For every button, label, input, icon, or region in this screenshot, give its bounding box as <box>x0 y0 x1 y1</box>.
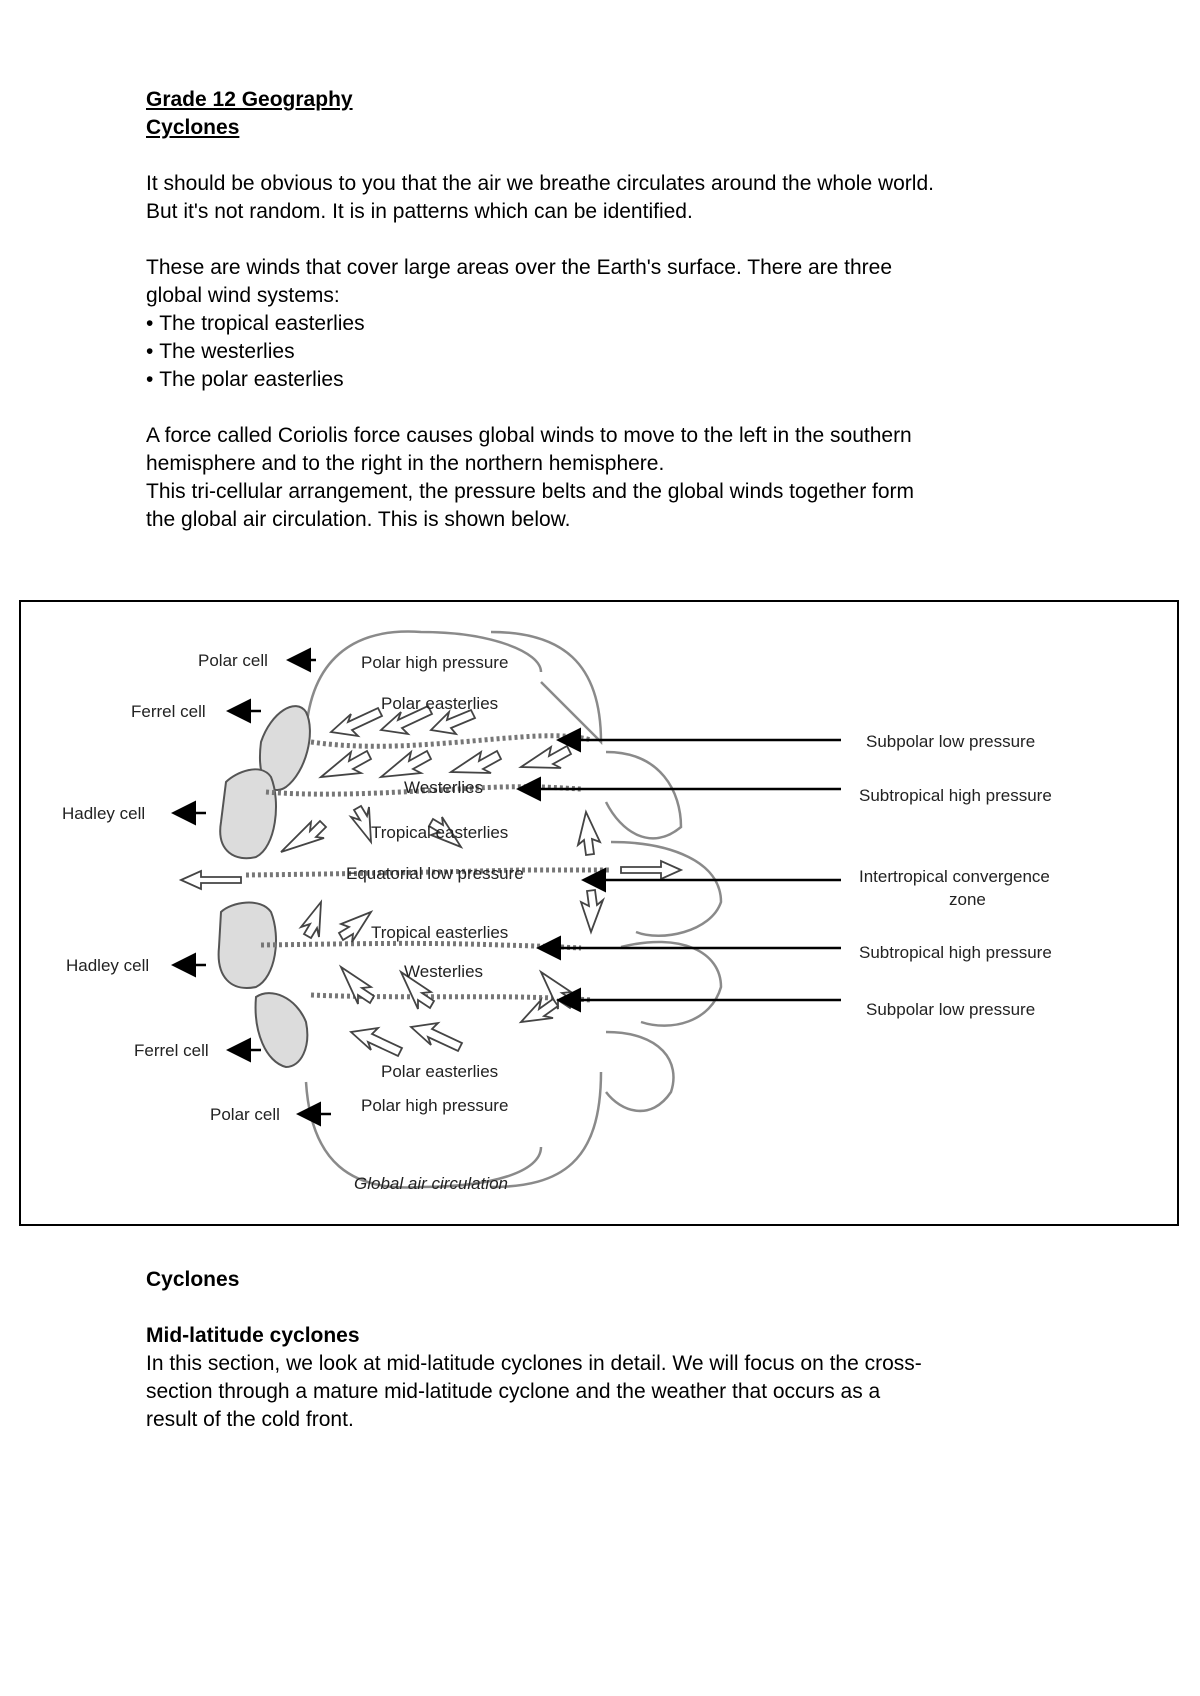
wind-arrow-westerly-s2 <box>398 969 436 1010</box>
label-polar-high-south: Polar high pressure <box>361 1096 508 1115</box>
wind-arrow-tropical-easterly-n1 <box>280 819 328 853</box>
section-paragraph: In this section, we look at mid-latitude… <box>146 1350 1106 1434</box>
wind-arrow-polar-easterly-n2 <box>378 704 434 736</box>
label-subtropical-high-south: Subtropical high pressure <box>859 943 1052 962</box>
label-ferrel-cell-south: Ferrel cell <box>134 1041 209 1060</box>
label-westerlies-north: Westerlies <box>404 778 483 797</box>
intro-p1-line2: But it's not random. It is in patterns w… <box>146 200 693 223</box>
polar-cell-south-loop-right <box>490 1071 603 1189</box>
wind-systems-list: The tropical easterlies The westerlies T… <box>146 310 1106 394</box>
list-item: The tropical easterlies <box>146 310 1106 338</box>
wind-arrow-polar-easterly-s1 <box>348 1026 404 1058</box>
intro-paragraph-3: A force called Coriolis force causes glo… <box>146 422 1106 534</box>
intro-paragraph-2: These are winds that cover large areas o… <box>146 254 1106 310</box>
wind-arrow-westerly-n2 <box>378 749 433 779</box>
label-hadley-cell-north: Hadley cell <box>62 804 145 823</box>
section-heading: Cyclones <box>146 1268 240 1291</box>
label-tropical-easterlies-north: Tropical easterlies <box>371 823 508 842</box>
page-title: Grade 12 Geography <box>146 88 353 111</box>
hadley-cell-right-south <box>620 940 723 1027</box>
ferrel-cell-right-north <box>604 750 683 840</box>
wind-arrow-tropical-easterly-n2 <box>348 804 373 845</box>
wind-arrow-polar-easterly-n1 <box>328 706 384 738</box>
label-subpolar-low-north: Subpolar low pressure <box>866 732 1035 751</box>
intro-p3-line2: hemisphere and to the right in the north… <box>146 452 665 475</box>
label-subtropical-high-north: Subtropical high pressure <box>859 786 1052 805</box>
wind-arrow-equator-east <box>620 859 684 881</box>
section-subheading: Mid-latitude cyclones <box>146 1324 360 1347</box>
figure-caption: Global air circulation <box>354 1174 508 1193</box>
label-equatorial-low: Equatorial low pressure <box>346 864 524 883</box>
list-item: The westerlies <box>146 338 1106 366</box>
label-tropical-easterlies-south: Tropical easterlies <box>371 923 508 942</box>
label-subpolar-low-south: Subpolar low pressure <box>866 1000 1035 1019</box>
intro-p3-line1: A force called Coriolis force causes glo… <box>146 424 912 447</box>
ferrel-cell-south-shape <box>254 992 309 1069</box>
subtropical-high-south-belt <box>260 940 582 951</box>
cyclones-section: Cyclones Mid-latitude cyclones In this s… <box>146 1266 1106 1434</box>
wind-arrow-tropical-easterly-s2 <box>337 910 374 943</box>
intro-p3-line3: This tri-cellular arrangement, the press… <box>146 480 915 503</box>
polar-cell-south-loop <box>304 1081 543 1189</box>
subpolar-low-north-belt <box>310 733 592 749</box>
list-item: The polar easterlies <box>146 366 1106 394</box>
intro-p1-line1: It should be obvious to you that the air… <box>146 172 934 195</box>
section-p-line2: section through a mature mid-latitude cy… <box>146 1380 881 1403</box>
intro-block: Grade 12 Geography Cyclones It should be… <box>146 86 1106 534</box>
section-p-line3: result of the cold front. <box>146 1408 354 1431</box>
intro-p2-line2: global wind systems: <box>146 284 340 307</box>
global-circulation-figure: Polar cell Ferrel cell Hadley cell Hadle… <box>19 600 1179 1226</box>
wind-arrow-right-south <box>579 888 606 935</box>
section-p-line1: In this section, we look at mid-latitude… <box>146 1352 922 1375</box>
hadley-cell-north-shape <box>219 768 277 860</box>
label-itcz-line1: Intertropical convergence <box>859 867 1050 886</box>
label-ferrel-cell-north: Ferrel cell <box>131 702 206 721</box>
wind-arrow-tropical-easterly-s1 <box>298 899 323 940</box>
equatorial-low-belt <box>245 867 611 878</box>
intro-paragraph-1: It should be obvious to you that the air… <box>146 170 1106 226</box>
ferrel-cell-right-south <box>605 1030 675 1112</box>
intro-p3-line4: the global air circulation. This is show… <box>146 508 571 531</box>
polar-cell-north-loop <box>304 630 543 733</box>
wind-arrow-westerly-n4 <box>518 744 573 769</box>
label-polar-easterlies-north: Polar easterlies <box>381 694 498 713</box>
hadley-cell-south-shape <box>217 901 277 989</box>
hadley-cell-right-north <box>610 840 723 937</box>
wind-arrow-right-north <box>576 809 602 857</box>
wind-arrow-equator-west <box>178 869 242 891</box>
label-polar-high-north: Polar high pressure <box>361 653 508 672</box>
label-polar-cell-south: Polar cell <box>210 1105 280 1124</box>
wind-arrow-westerly-s1 <box>338 964 376 1005</box>
wind-arrow-westerly-n1 <box>318 749 373 779</box>
wind-arrow-polar-easterly-s3 <box>518 996 560 1024</box>
label-westerlies-south: Westerlies <box>404 962 483 981</box>
subpolar-low-south-belt <box>310 992 592 1003</box>
intro-p2-line1: These are winds that cover large areas o… <box>146 256 893 279</box>
polar-cell-north-loop-right <box>490 630 603 746</box>
global-circulation-diagram: Polar cell Ferrel cell Hadley cell Hadle… <box>62 630 1052 1193</box>
label-hadley-cell-south: Hadley cell <box>66 956 149 975</box>
page-subtitle: Cyclones <box>146 116 240 139</box>
label-itcz-line2: zone <box>949 890 986 909</box>
wind-arrow-tropical-easterly-n3 <box>427 816 464 849</box>
wind-arrow-polar-easterly-n3 <box>429 708 477 736</box>
wind-arrow-polar-easterly-s2 <box>408 1021 464 1053</box>
wind-arrow-westerly-n3 <box>448 749 503 774</box>
subtropical-high-north-belt <box>265 784 582 797</box>
label-polar-easterlies-south: Polar easterlies <box>381 1062 498 1081</box>
label-polar-cell-north: Polar cell <box>198 651 268 670</box>
